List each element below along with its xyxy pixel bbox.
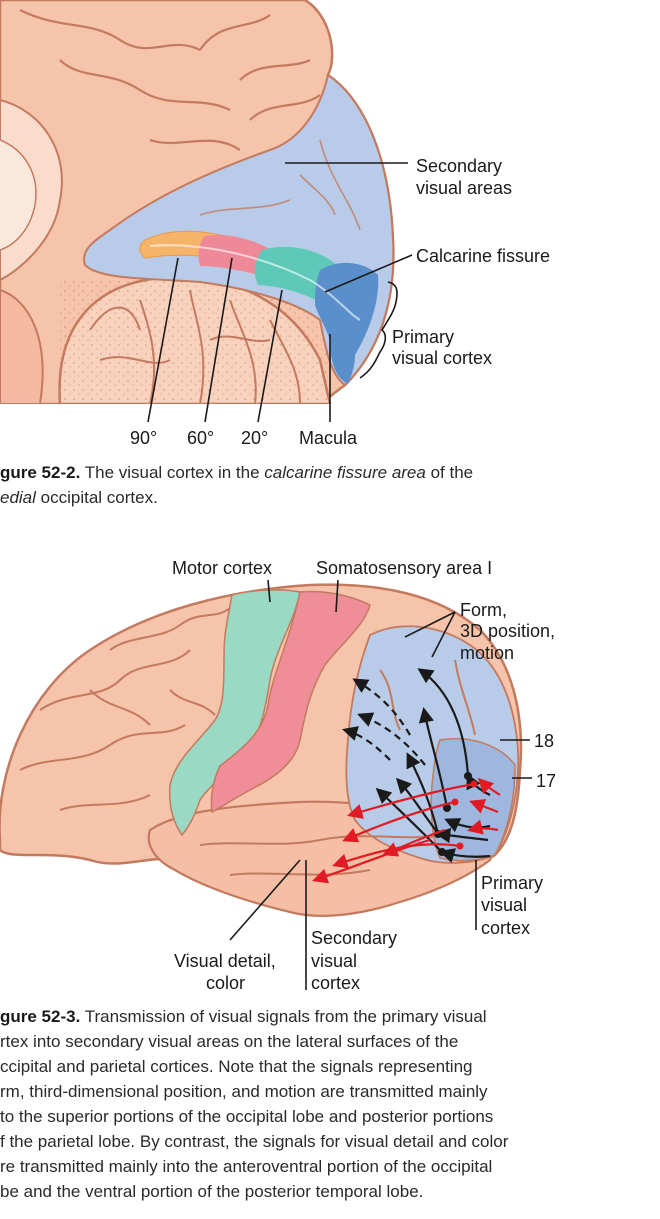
lateral-brain-diagram: Motor cortex Somatosensory area I Form, … xyxy=(0,558,556,993)
dorsal-stream-arrows xyxy=(342,668,491,863)
label-90-degrees: 90° xyxy=(130,428,157,448)
label-primary-visual-cortex-lateral-1: Primary xyxy=(481,873,543,893)
leader-lines xyxy=(147,162,413,423)
label-20-degrees: 20° xyxy=(241,428,268,448)
label-macula: Macula xyxy=(299,428,358,448)
label-form-2: 3D position, xyxy=(460,621,555,641)
label-area-18: 18 xyxy=(534,731,554,751)
label-primary-visual-cortex-1: Primary xyxy=(392,327,454,347)
label-visual-detail-color-1: Visual detail, xyxy=(174,951,276,971)
macula-region xyxy=(315,262,379,384)
label-secondary-visual-areas-1: Secondary xyxy=(416,156,502,176)
label-secondary-visual-cortex-1: Secondary xyxy=(311,928,397,948)
motor-cortex xyxy=(168,589,301,837)
ventral-stream-arrows xyxy=(312,777,501,884)
label-motor-cortex: Motor cortex xyxy=(172,558,272,578)
caption-lead-2: gure 52-3. xyxy=(0,1007,81,1026)
gyri-lines xyxy=(0,9,321,171)
caption-lead: gure 52-2. xyxy=(0,463,81,482)
label-somatosensory-area: Somatosensory area I xyxy=(316,558,492,578)
label-primary-visual-cortex-lateral-2: visual xyxy=(481,895,527,915)
label-secondary-visual-areas-2: visual areas xyxy=(416,178,512,198)
leader-lines-lateral xyxy=(229,579,532,990)
caption-figure-52-3: gure 52-3. Transmission of visual signal… xyxy=(0,1007,509,1201)
label-area-17: 17 xyxy=(536,771,556,791)
figure-52-3: Motor cortex Somatosensory area I Form, … xyxy=(0,540,660,1000)
label-secondary-visual-cortex-2: visual xyxy=(311,951,357,971)
label-primary-visual-cortex-2: visual cortex xyxy=(392,348,492,368)
label-calcarine-fissure: Calcarine fissure xyxy=(416,246,550,266)
label-form-1: Form, xyxy=(460,600,507,620)
somatosensory-area xyxy=(210,590,371,814)
medial-occipital-diagram: Secondary visual areas Calcarine fissure… xyxy=(0,0,550,448)
gyri-lines-lateral xyxy=(19,607,476,876)
label-60-degrees: 60° xyxy=(187,428,214,448)
label-secondary-visual-cortex-3: cortex xyxy=(311,973,360,993)
caption-figure-52-2: gure 52-2. The visual cortex in the calc… xyxy=(0,463,474,507)
label-visual-detail-color-2: color xyxy=(206,973,245,993)
brainstem xyxy=(0,288,44,404)
figure-52-2: Secondary visual areas Calcarine fissure… xyxy=(0,0,660,460)
label-form-3: motion xyxy=(460,643,514,663)
label-primary-visual-cortex-lateral-3: cortex xyxy=(481,918,530,938)
